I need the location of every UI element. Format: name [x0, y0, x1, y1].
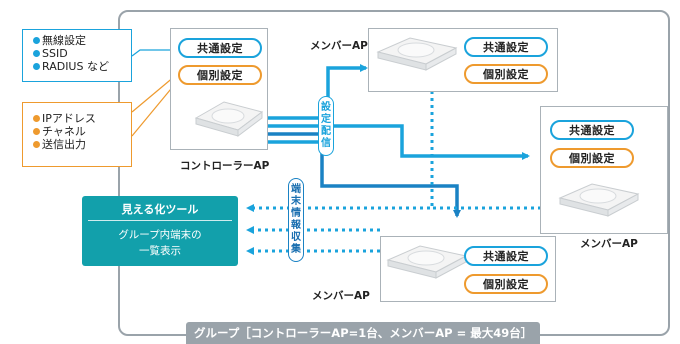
bullet-icon [33, 36, 40, 44]
member-ap-device-icon [558, 183, 640, 217]
individual-settings-callout: IPアドレス チャネル 送信出力 [22, 102, 132, 167]
individual-item: 送信出力 [33, 138, 131, 151]
distribution-line-right [268, 124, 530, 160]
member-ap-device-icon [376, 37, 458, 71]
member-ap-name: メンバーAP [580, 238, 638, 250]
group-caption: グループ［コントローラーAP=1台、メンバーAP = 最大49台］ [186, 322, 541, 344]
member-ap-device-icon [386, 245, 468, 279]
collection-label: 端 末 情 報 収 集 [288, 178, 304, 262]
common-item: SSID [33, 47, 131, 60]
collection-line-top [246, 84, 434, 212]
controller-common-pill: 共通設定 [178, 38, 262, 58]
common-item: 無線設定 [33, 34, 131, 47]
member-common-pill: 共通設定 [464, 37, 548, 57]
controller-ap-name: コントローラーAP [180, 160, 270, 172]
bullet-icon [33, 49, 40, 57]
tool-description-line2: 一覧表示 [139, 245, 181, 257]
tool-description-line1: グループ内端末の [118, 229, 202, 241]
common-callout-line [131, 49, 170, 57]
tool-divider [88, 220, 232, 221]
controller-individual-pill: 個別設定 [178, 65, 262, 85]
individual-item: チャネル [33, 125, 131, 138]
member-common-pill: 共通設定 [550, 120, 634, 140]
individual-callout-line [131, 75, 176, 113]
member-individual-pill: 個別設定 [550, 148, 634, 168]
bullet-icon [33, 127, 40, 135]
member-common-pill: 共通設定 [464, 246, 548, 266]
common-settings-callout: 無線設定 SSID RADIUS など [22, 29, 132, 82]
member-ap-name: メンバーAP [310, 40, 368, 52]
member-individual-pill: 個別設定 [464, 274, 548, 294]
controller-ap-device-icon [194, 101, 264, 137]
distribution-label: 設 定 配 信 [318, 96, 334, 156]
common-item: RADIUS など [33, 60, 131, 73]
member-individual-pill: 個別設定 [464, 64, 548, 84]
distribution-line-top [268, 64, 368, 120]
bullet-icon [33, 140, 40, 148]
distribution-line-bottom [268, 132, 461, 218]
individual-item: IPアドレス [33, 112, 131, 125]
member-ap-name: メンバーAP [312, 290, 370, 302]
bullet-icon [33, 62, 40, 70]
bullet-icon [33, 114, 40, 122]
tool-title: 見える化ツール [121, 203, 199, 216]
visualization-tool-box: 見える化ツール グループ内端末の 一覧表示 [82, 196, 238, 266]
